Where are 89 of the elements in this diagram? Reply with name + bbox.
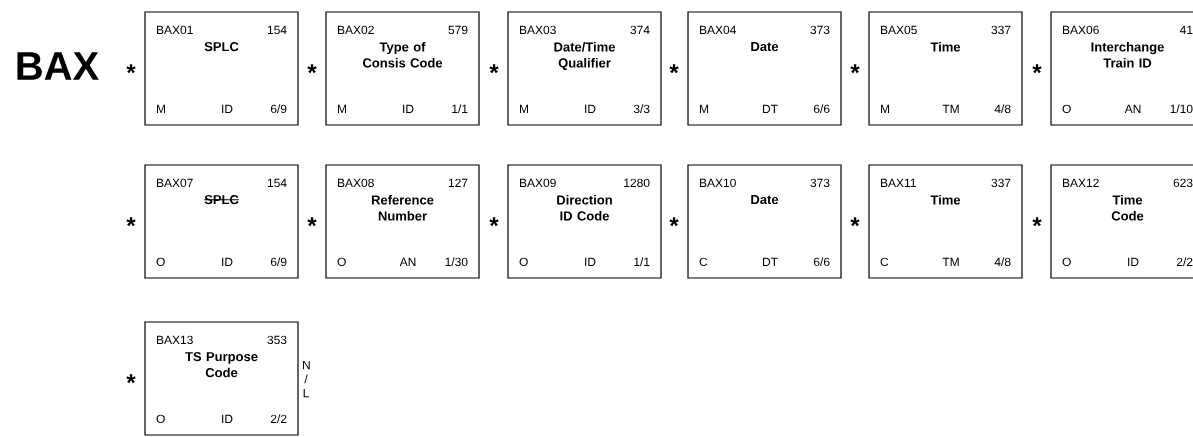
- element-id: BAX13: [157, 335, 193, 345]
- element-name: Reference Number: [371, 195, 434, 221]
- length-range: 1/1: [452, 104, 468, 114]
- requirement-code: O: [156, 414, 165, 424]
- length-range: 2/2: [270, 414, 287, 424]
- element-name: Time: [930, 42, 961, 52]
- length-range: 6/9: [270, 104, 287, 114]
- length-range: 4/8: [994, 104, 1011, 114]
- separator-asterisk: *: [669, 217, 679, 227]
- requirement-code: M: [881, 104, 889, 113]
- element-number: 373: [810, 25, 830, 35]
- data-type: DT: [763, 104, 778, 113]
- element-name: SPLC: [204, 42, 239, 52]
- element-number: 127: [448, 178, 468, 187]
- length-range: 6/9: [270, 257, 287, 267]
- element-id: BAX02: [338, 25, 374, 35]
- requirement-code: O: [156, 257, 165, 267]
- data-type: ID: [403, 104, 414, 113]
- requirement-code: C: [880, 257, 889, 267]
- separator-asterisk: *: [669, 64, 679, 74]
- separator-asterisk: *: [850, 64, 860, 74]
- separator-asterisk: *: [1032, 64, 1042, 74]
- element-id: BAX11: [881, 178, 916, 187]
- length-range: 1/10: [1170, 104, 1193, 114]
- element-number: 337: [991, 178, 1011, 188]
- element-id: BAX03: [520, 25, 556, 35]
- length-range: 2/2: [1176, 257, 1193, 267]
- element-id: BAX04: [700, 25, 736, 35]
- length-range: 4/8: [994, 257, 1011, 267]
- data-type: TM: [942, 257, 959, 266]
- data-type: DT: [763, 257, 778, 266]
- element-id: BAX06: [1063, 25, 1099, 35]
- separator-asterisk: *: [489, 217, 499, 227]
- element-name: Direction ID Code: [557, 195, 612, 221]
- data-type: TM: [942, 104, 959, 113]
- requirement-code: O: [519, 257, 528, 267]
- requirement-code: C: [699, 257, 708, 267]
- element-number: 1280: [624, 178, 650, 188]
- data-type: ID: [222, 257, 233, 266]
- separator-asterisk: *: [307, 217, 317, 227]
- separator-asterisk: *: [307, 64, 317, 74]
- element-number: 154: [267, 25, 287, 35]
- side-note: N / L: [303, 360, 310, 398]
- element-number: 154: [267, 178, 287, 188]
- element-name: Time Code: [1111, 195, 1144, 221]
- requirement-code: O: [1062, 104, 1071, 114]
- element-name: Time: [930, 195, 961, 205]
- element-number: 623: [1173, 178, 1193, 188]
- length-range: 3/3: [633, 104, 650, 114]
- element-id: BAX12: [1063, 178, 1099, 187]
- data-type: ID: [585, 104, 596, 113]
- length-range: 1/30: [445, 257, 468, 267]
- element-name: Interchange Train ID: [1091, 42, 1164, 68]
- segment-title: BAX: [17, 52, 99, 80]
- element-name: Date: [751, 195, 779, 205]
- data-type: AN: [399, 257, 416, 266]
- element-number: 41: [1179, 25, 1193, 34]
- element-id: BAX08: [338, 178, 374, 188]
- data-type: AN: [1124, 104, 1141, 113]
- separator-asterisk: *: [489, 64, 499, 74]
- data-type: ID: [222, 104, 233, 113]
- requirement-code: M: [520, 104, 528, 113]
- length-range: 6/6: [813, 104, 830, 114]
- element-number: 374: [630, 25, 650, 35]
- requirement-code: M: [157, 104, 165, 113]
- element-number: 353: [267, 335, 287, 345]
- element-name: TS Purpose Code: [185, 352, 258, 378]
- element-id: BAX09: [520, 178, 556, 188]
- element-name: Date/Time Qualifier: [554, 42, 615, 70]
- element-id: BAX05: [881, 25, 917, 35]
- element-id: BAX07: [157, 178, 193, 188]
- requirement-code: M: [700, 104, 708, 113]
- requirement-code: O: [1062, 257, 1071, 267]
- length-range: 1/1: [634, 257, 650, 267]
- separator-asterisk: *: [1032, 217, 1042, 227]
- requirement-code: O: [337, 257, 346, 267]
- element-number: 579: [448, 25, 468, 35]
- element-number: 337: [991, 25, 1011, 35]
- separator-asterisk: *: [850, 217, 860, 227]
- requirement-code: M: [338, 104, 346, 113]
- data-type: ID: [1128, 257, 1139, 266]
- element-name: Type of Consis Code: [362, 42, 443, 68]
- length-range: 6/6: [813, 257, 830, 267]
- data-type: ID: [222, 414, 233, 423]
- element-number: 373: [810, 178, 830, 188]
- element-id: BAX10: [700, 178, 736, 188]
- element-name: Date: [751, 42, 779, 52]
- data-type: ID: [585, 257, 596, 266]
- element-id: BAX01: [157, 25, 193, 35]
